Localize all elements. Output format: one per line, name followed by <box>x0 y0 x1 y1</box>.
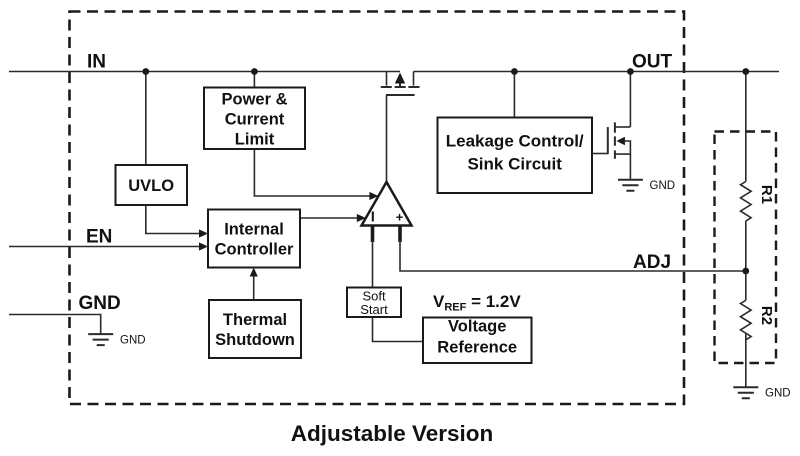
block-voltage-reference-line2: Reference <box>437 339 517 357</box>
block-voltage-reference: Voltage Reference <box>422 316 533 364</box>
block-leakage-control-line1: Leakage Control/ <box>446 132 584 151</box>
block-internal-controller-line2: Controller <box>215 240 294 258</box>
block-internal-controller-line1: Internal <box>224 220 284 238</box>
block-soft-start: Soft Start <box>346 286 402 318</box>
block-thermal-shutdown: Thermal Shutdown <box>208 299 302 359</box>
block-thermal-shutdown-line1: Thermal <box>223 311 287 329</box>
junction-dot-out-leakage <box>511 68 518 75</box>
power-limit-to-amp-wire <box>253 149 370 197</box>
gnd-text-sinkfet: GND <box>650 180 676 192</box>
r2-resistor-symbol <box>738 299 753 341</box>
r1-resistor-symbol <box>738 180 753 222</box>
junction-dot-in-power <box>251 68 258 75</box>
block-uvlo: UVLO <box>114 164 188 206</box>
block-power-current-limit-line2: Current <box>225 111 285 129</box>
thermal-arrowhead <box>249 267 258 277</box>
pin-label-in: IN <box>87 52 106 73</box>
block-power-current-limit-line3: Limit <box>235 131 275 149</box>
gnd-symbol-sinkfet <box>617 178 643 192</box>
vref-annotation: VREF = 1.2V <box>433 292 521 314</box>
pass-transistor-symbol <box>380 71 420 182</box>
block-soft-start-line2: Start <box>360 302 388 317</box>
diagram-title: Adjustable Version <box>291 421 494 446</box>
block-internal-controller: Internal Controller <box>207 208 301 269</box>
sink-fet-body-arrow <box>616 136 625 146</box>
block-soft-start-line1: Soft <box>362 288 386 303</box>
pin-label-en: EN <box>86 227 112 248</box>
r1-label: R1 <box>758 185 775 204</box>
gnd-text-pin: GND <box>120 335 146 347</box>
pass-fet-body-arrow <box>394 72 406 84</box>
adj-feedback-wire <box>399 240 746 272</box>
uvlo-to-controller-wire <box>145 205 200 235</box>
sink-transistor-symbol <box>592 71 632 179</box>
junction-dot-out-sinkfet <box>627 68 634 75</box>
softstart-to-vref-wire <box>371 317 423 343</box>
block-power-current-limit-line1: Power & <box>221 91 287 109</box>
ic-boundary-dashed-box <box>68 10 686 406</box>
pin-label-gnd: GND <box>79 293 121 314</box>
power-limit-arrowhead <box>369 191 379 201</box>
block-thermal-shutdown-line2: Shutdown <box>215 331 295 349</box>
error-amp-triangle <box>359 179 414 227</box>
error-amp-plus-label: + <box>396 210 404 225</box>
controller-arrowhead <box>356 213 366 223</box>
block-leakage-control: Leakage Control/ Sink Circuit <box>436 116 593 194</box>
error-amplifier: + <box>359 179 414 242</box>
block-leakage-control-line2: Sink Circuit <box>467 155 562 174</box>
junction-dot-adj-divider <box>742 267 750 275</box>
block-uvlo-line1: UVLO <box>128 177 174 195</box>
sink-fet-source-wire <box>614 140 632 155</box>
junction-dot-out-divider <box>742 68 750 75</box>
block-power-current-limit: Power & Current Limit <box>203 86 306 150</box>
block-voltage-reference-line1: Voltage <box>448 318 506 336</box>
gnd-pin-wire <box>9 313 102 334</box>
junction-dot-in-uvlo <box>142 68 150 75</box>
pin-label-out: OUT <box>632 52 673 73</box>
pin-label-adj: ADJ <box>633 252 671 273</box>
en-arrowhead <box>199 242 208 251</box>
gnd-symbol-pin <box>88 333 114 347</box>
gnd-symbol-divider <box>733 386 759 400</box>
uvlo-arrowhead <box>199 229 208 238</box>
gnd-text-divider: GND <box>765 388 791 400</box>
feedback-divider: R1 R2 <box>738 71 775 387</box>
feedback-divider-dashed-box <box>713 130 778 365</box>
r2-label: R2 <box>758 306 775 325</box>
